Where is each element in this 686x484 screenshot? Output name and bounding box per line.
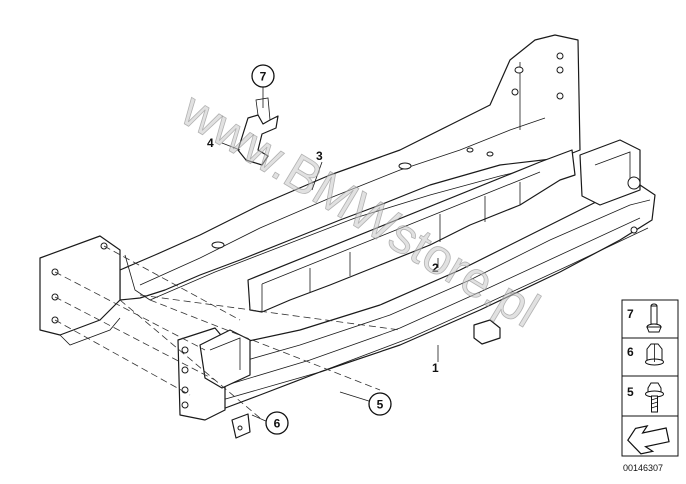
- callout-4: 4: [207, 136, 214, 150]
- callout-5: 5: [368, 392, 392, 416]
- callout-3: 3: [316, 149, 323, 163]
- callout-1: 1: [432, 361, 439, 375]
- rivet-icon: [646, 303, 662, 333]
- bracket-part: [237, 97, 279, 166]
- legend-panel: 7 6 5: [621, 299, 679, 457]
- callout-6: 6: [265, 411, 289, 435]
- carrier-plate-part: [39, 34, 581, 346]
- legend-number-6: 6: [627, 345, 634, 359]
- callout-7: 7: [251, 64, 275, 88]
- diagram-number: 00146307: [623, 463, 663, 473]
- absorber-part: [247, 149, 576, 313]
- svg-text:7: 7: [260, 70, 267, 84]
- leader-lines: [221, 86, 439, 423]
- bumper-beam-part: [177, 139, 656, 439]
- svg-text:6: 6: [274, 417, 281, 431]
- callout-2: 2: [432, 261, 439, 275]
- legend-number-5: 5: [627, 385, 634, 399]
- screw-icon: [645, 382, 664, 413]
- arrow-icon: [627, 424, 670, 455]
- assembly-guide-lines: [54, 245, 401, 419]
- legend-number-7: 7: [627, 307, 634, 321]
- svg-text:5: 5: [377, 398, 384, 412]
- nut-icon: [645, 343, 664, 366]
